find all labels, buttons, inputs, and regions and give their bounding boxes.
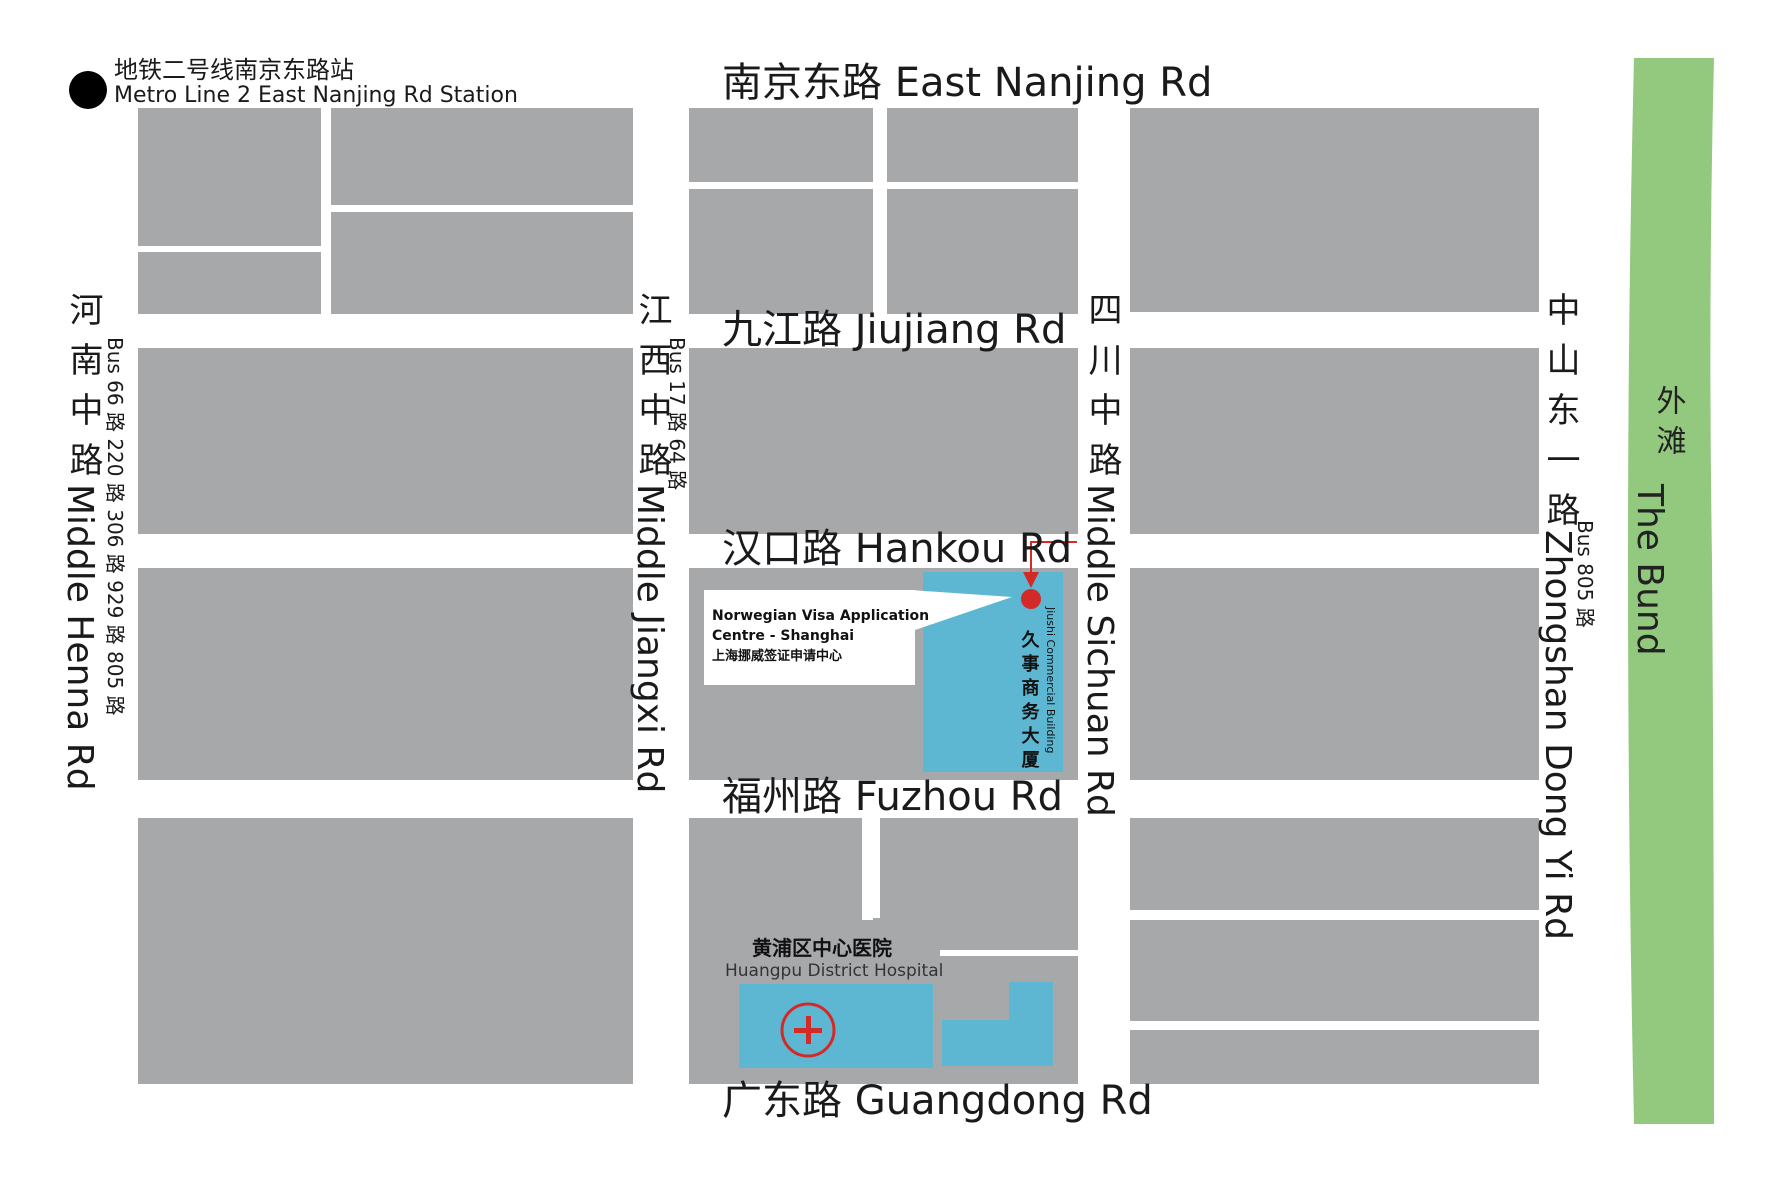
metro-station-icon bbox=[69, 71, 107, 109]
city-block bbox=[331, 108, 633, 205]
city-block bbox=[138, 568, 633, 780]
lane bbox=[940, 950, 1080, 956]
callout-title-cn: 上海挪威签证申请中心 bbox=[712, 648, 842, 664]
city-block bbox=[1130, 1030, 1539, 1084]
lane bbox=[331, 205, 536, 212]
road-label-henan-cn: 河南中路 bbox=[63, 292, 103, 492]
road-label-sichuan-cn: 四川中路 bbox=[1082, 292, 1122, 492]
road-label-zhongshan-en: Zhongshan Dong Yi Rd bbox=[1537, 530, 1578, 940]
city-block bbox=[887, 108, 1078, 182]
hospital: 黄浦区中心医院 Huangpu District Hospital bbox=[725, 936, 943, 1058]
blocks-row-2 bbox=[138, 348, 1539, 534]
blocks-row-1 bbox=[138, 108, 1539, 314]
bund-name-en: The Bund bbox=[1629, 483, 1670, 656]
callout-title-2: Centre - Shanghai bbox=[712, 628, 854, 644]
destination-callout: Norwegian Visa Application Centre - Shan… bbox=[704, 590, 1012, 685]
metro-station: 地铁二号线南京东路站 Metro Line 2 East Nanjing Rd … bbox=[69, 56, 518, 109]
city-block bbox=[138, 348, 633, 534]
bus-label-henan: Bus 66 路 220 路 306 路 929 路 805 路 bbox=[103, 337, 127, 716]
hospital-name-cn: 黄浦区中心医院 bbox=[752, 936, 892, 960]
metro-name-en: Metro Line 2 East Nanjing Rd Station bbox=[114, 83, 518, 108]
pointer-arrow bbox=[1023, 541, 1077, 588]
hospital-name-en: Huangpu District Hospital bbox=[725, 961, 943, 981]
lane bbox=[872, 818, 880, 918]
road-label-jiangxi-cn: 江西中路 bbox=[632, 292, 672, 492]
road-label-guangdong: 广东路 Guangdong Rd bbox=[722, 1078, 1153, 1124]
callout-title-1: Norwegian Visa Application bbox=[712, 608, 929, 624]
city-block bbox=[138, 252, 321, 314]
callout-pointer bbox=[910, 590, 1012, 630]
city-block bbox=[1130, 108, 1539, 312]
road-label-zhongshan-cn: 中山东一路 bbox=[1540, 292, 1580, 542]
city-block bbox=[1130, 568, 1539, 780]
hospital-annex bbox=[942, 982, 1053, 1066]
city-block bbox=[887, 189, 1078, 314]
building-name-en: Jiushi Commercial Building bbox=[1044, 606, 1057, 753]
city-block bbox=[138, 818, 633, 1084]
city-block bbox=[689, 818, 862, 920]
hospital-building bbox=[739, 984, 933, 1068]
city-block bbox=[138, 108, 321, 246]
road-label-henan-en: Middle Henna Rd bbox=[59, 484, 100, 791]
lane bbox=[1389, 910, 1539, 917]
city-block bbox=[1130, 920, 1539, 1022]
metro-name-cn: 地铁二号线南京东路站 bbox=[114, 56, 354, 84]
road-label-jiujiang: 九江路 Jiujiang Rd bbox=[722, 307, 1066, 353]
city-block bbox=[689, 108, 873, 182]
bus-label-zhongshan: Bus 805 路 bbox=[1573, 520, 1597, 628]
road-label-nanjing: 南京东路 East Nanjing Rd bbox=[722, 60, 1212, 106]
bus-label-jiangxi: Bus 17 路 64 路 bbox=[665, 337, 689, 490]
lanes bbox=[331, 205, 1539, 1028]
city-block bbox=[1130, 818, 1539, 910]
destination-marker bbox=[1021, 541, 1077, 609]
road-label-fuzhou: 福州路 Fuzhou Rd bbox=[722, 774, 1063, 820]
city-block bbox=[689, 189, 873, 314]
road-label-jiangxi-en: Middle Jiangxi Rd bbox=[629, 484, 670, 793]
callout-box bbox=[704, 590, 915, 685]
city-block bbox=[689, 348, 1078, 534]
city-block bbox=[1130, 348, 1539, 534]
lane bbox=[1130, 1021, 1539, 1028]
road-label-hankou: 汉口路 Hankou Rd bbox=[722, 526, 1072, 572]
hospital-cross-icon bbox=[780, 1002, 836, 1058]
the-bund-area bbox=[1628, 58, 1714, 1124]
building-name-cn: 久事商务大厦 bbox=[1019, 629, 1040, 774]
city-block bbox=[331, 212, 633, 314]
bund-name-cn: 外滩 bbox=[1651, 385, 1686, 465]
location-marker-icon bbox=[1021, 589, 1041, 609]
road-label-sichuan-en: Middle Sichuan Rd bbox=[1079, 484, 1120, 817]
